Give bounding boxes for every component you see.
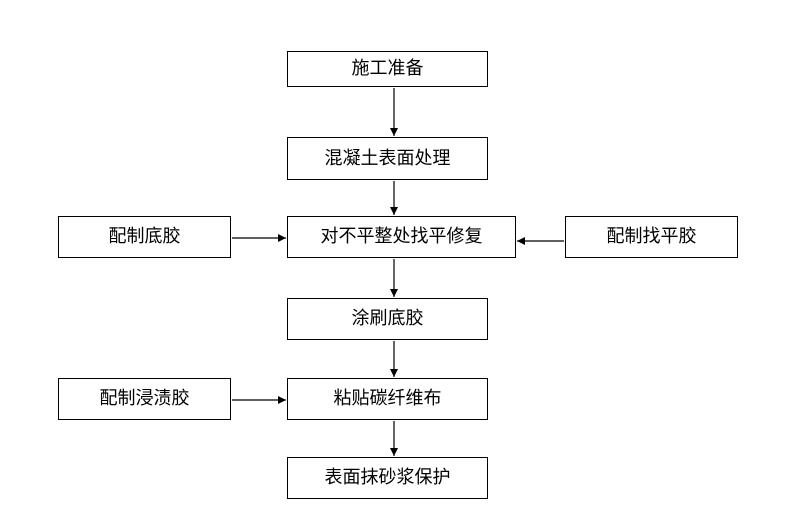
step-mortar-surface-protection: 表面抹砂浆保护 (287, 457, 488, 499)
step-apply-primer: 涂刷底胶 (287, 298, 488, 340)
side-prepare-leveling-adhesive: 配制找平胶 (565, 216, 738, 258)
step-construction-prep: 施工准备 (287, 51, 488, 87)
side-prepare-primer: 配制底胶 (58, 216, 231, 258)
side-prepare-impregnating-adhesive: 配制浸渍胶 (58, 378, 231, 420)
step-paste-carbon-fiber-cloth: 粘贴碳纤维布 (287, 378, 488, 420)
step-concrete-surface-treatment: 混凝土表面处理 (287, 137, 488, 180)
step-uneven-leveling-repair: 对不平整处找平修复 (287, 216, 516, 258)
